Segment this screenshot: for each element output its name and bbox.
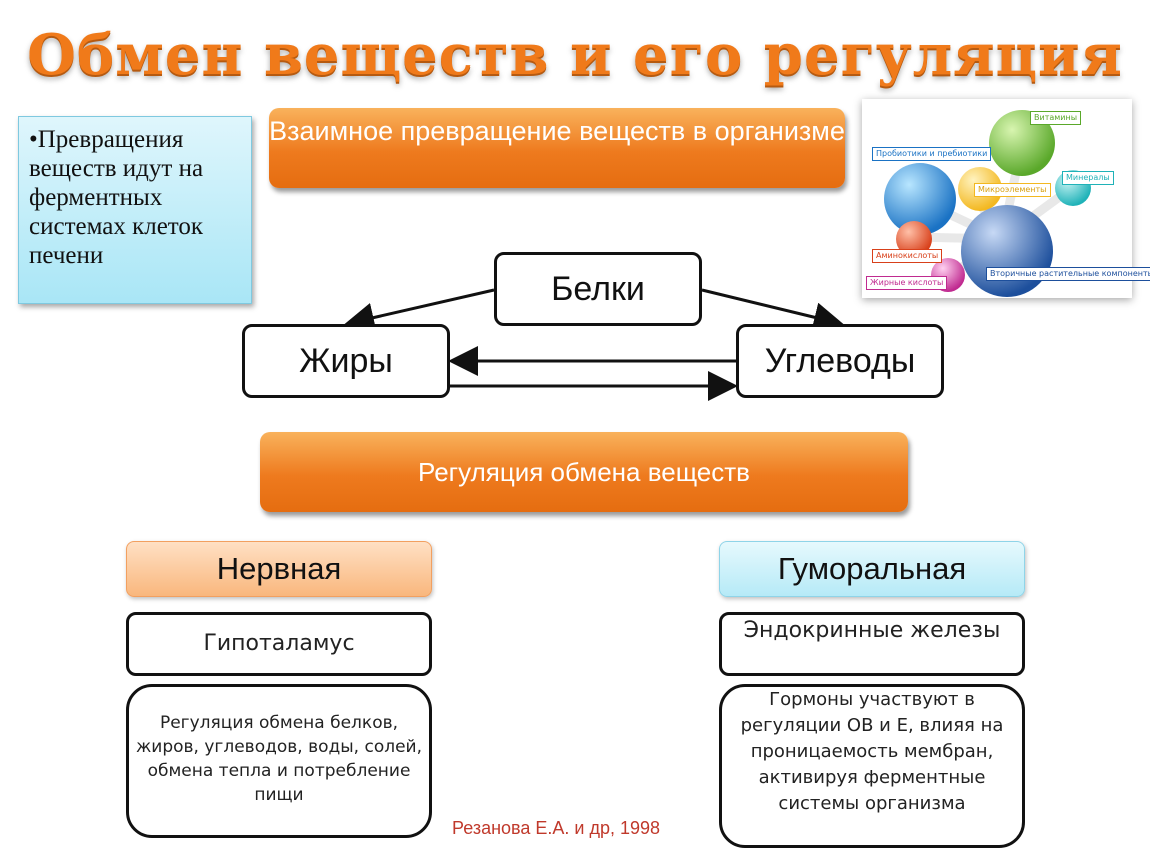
label-aminoacids: Аминокислоты xyxy=(872,249,943,263)
humoral-regulation-title: Гуморальная xyxy=(719,541,1025,597)
node-proteins: Белки xyxy=(494,252,702,326)
label-secondary: Вторичные растительные компоненты xyxy=(986,267,1150,281)
node-fats: Жиры xyxy=(242,324,450,398)
nervous-description: Регуляция обмена белков, жиров, углеводо… xyxy=(126,684,432,838)
arrow-proteins-to-fats xyxy=(344,288,495,333)
nervous-regulation-title: Нервная xyxy=(126,541,432,597)
transform-header: Взаимное превращение веществ в организме xyxy=(269,108,845,188)
hypothalamus-box: Гипоталамус xyxy=(126,612,432,676)
label-microelements: Микроэлементы xyxy=(974,183,1051,197)
citation: Резанова Е.А. и др, 1998 xyxy=(452,818,661,838)
arrow-proteins-to-carbs xyxy=(701,288,844,332)
liver-note: •Превращения веществ идут на ферментных … xyxy=(18,116,252,304)
label-vitamins: Витамины xyxy=(1030,111,1082,125)
humoral-description: Гормоны участвуют в регуляции ОВ и Е, вл… xyxy=(719,684,1025,848)
nutrients-illustration: Витамины Пробиотики и пребиотики Минерал… xyxy=(862,99,1150,298)
endocrine-glands-box: Эндокринные железы xyxy=(719,612,1025,676)
label-probiotics: Пробиотики и пребиотики xyxy=(872,147,992,161)
regulation-header: Регуляция обмена веществ xyxy=(260,432,908,512)
page-title: Обмен веществ и его регуляция xyxy=(27,22,1123,88)
node-carbs: Углеводы xyxy=(736,324,944,398)
label-fattyacids: Жирные кислоты xyxy=(866,276,948,290)
label-minerals: Минералы xyxy=(1062,171,1114,185)
